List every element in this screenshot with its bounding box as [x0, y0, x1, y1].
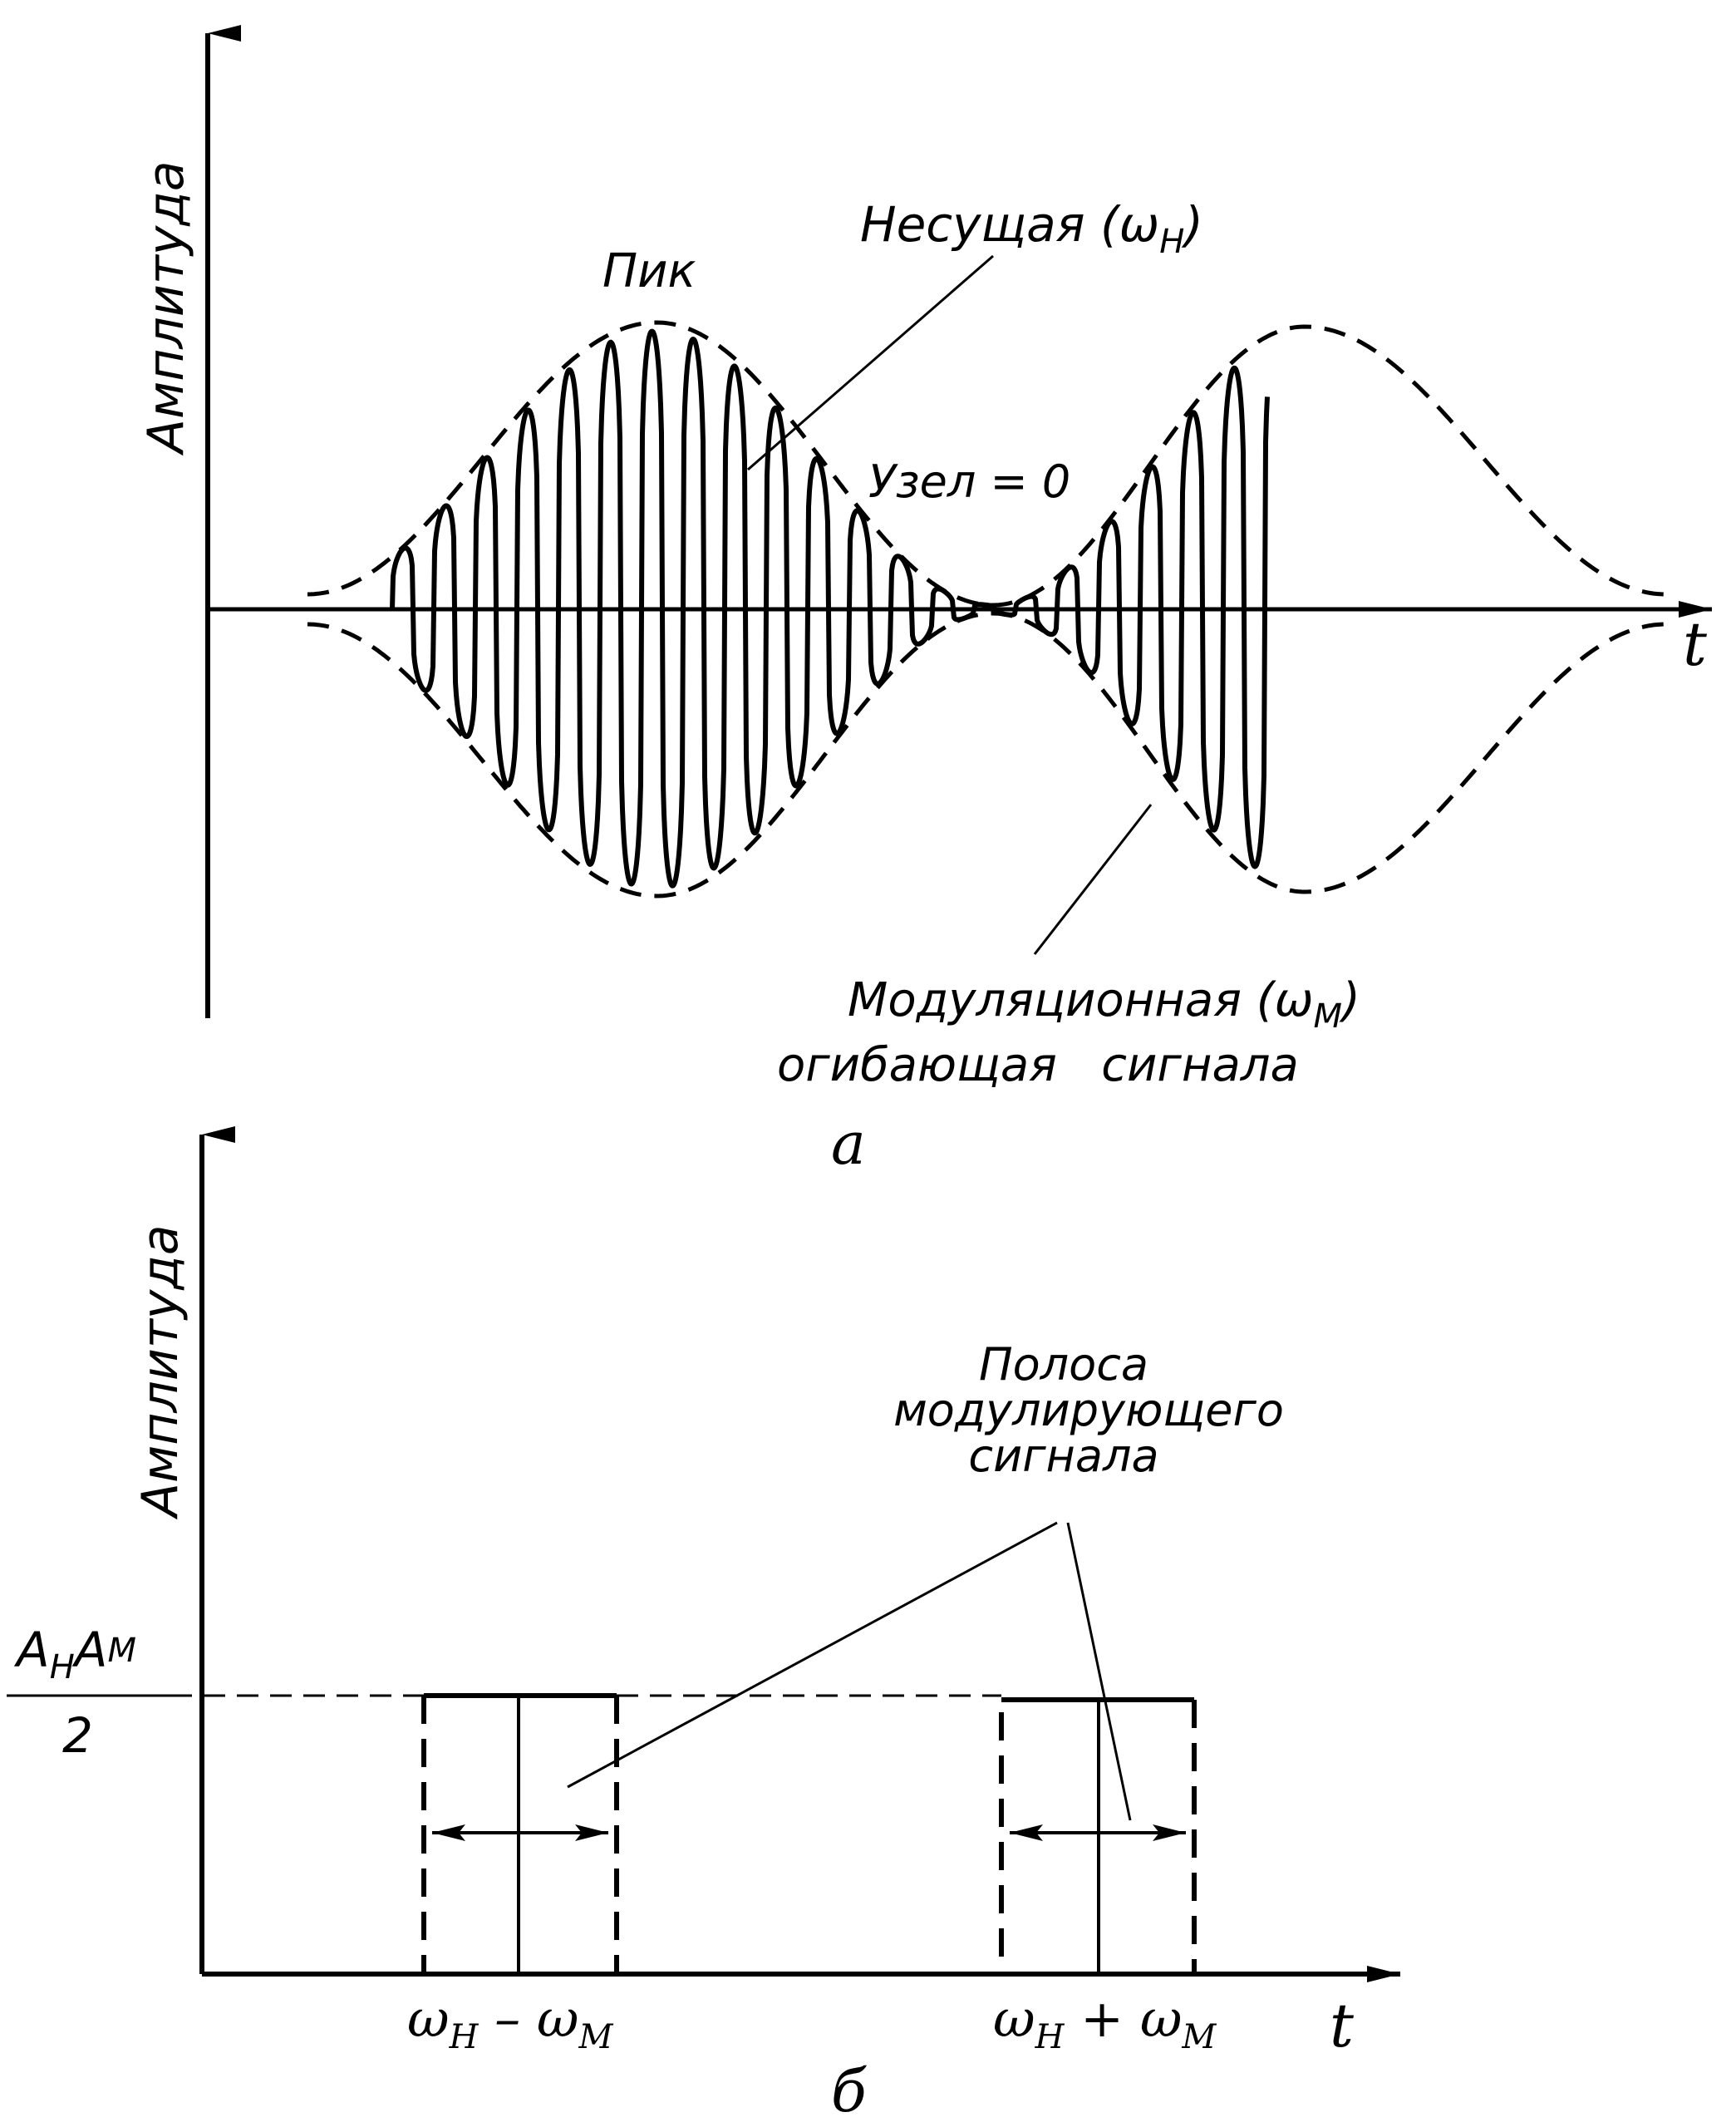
upper-sideband-label: ωН + ωМ — [993, 1988, 1217, 2056]
panel-a-caption: а — [831, 1110, 866, 1178]
envelope-lower-curve — [307, 611, 1665, 899]
carrier-waveform — [390, 328, 1270, 889]
panel-a: Амплитуда t Пик Несущая (ωН) Узел = 0 Мо… — [137, 25, 1712, 1178]
band-label-line-1: Полоса — [979, 1338, 1148, 1391]
panel-b: Амплитуда t АНАМ 2 Полоса модулирующего … — [7, 1126, 1400, 2122]
carrier-label: Несущая (ωН) — [860, 196, 1203, 261]
envelope-label-line-2: огибающая сигнала — [777, 1038, 1299, 1092]
panel-b-caption: б — [831, 2057, 867, 2122]
band-label-line-3: сигнала — [968, 1430, 1158, 1482]
carrier-leader-line — [747, 254, 994, 471]
envelope-leader-line — [1033, 804, 1153, 955]
panel-b-x-axis-label: t — [1330, 1991, 1355, 2060]
band-leader-line-right — [1066, 1522, 1132, 1821]
amplitude-level-numerator: АНАМ — [13, 1622, 136, 1686]
upper-sideband — [999, 1697, 1197, 1974]
panel-a-x-axis-label: t — [1683, 609, 1708, 679]
peak-label: Пик — [602, 244, 696, 298]
panel-b-y-axis-label: Амплитуда — [131, 1224, 189, 1520]
envelope-label: Модуляционная (ωМ) — [848, 973, 1360, 1036]
node-label: Узел = 0 — [868, 455, 1070, 508]
lower-sideband — [421, 1693, 619, 1974]
band-label-line-2: модулирующего — [893, 1384, 1284, 1436]
band-leader-line-left — [567, 1521, 1058, 1789]
panel-a-y-axis-label: Амплитуда — [137, 160, 195, 456]
amplitude-level-denominator: 2 — [62, 1707, 93, 1764]
lower-sideband-label: ωН – ωМ — [407, 1988, 613, 2056]
